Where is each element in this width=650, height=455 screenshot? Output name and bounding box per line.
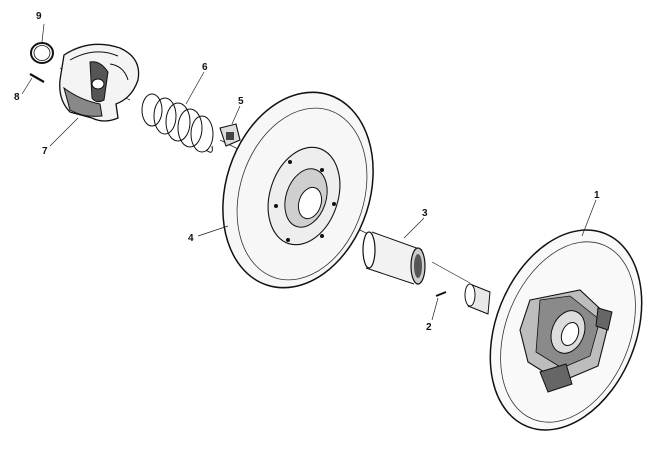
part-9-snap-ring [30,42,54,64]
callout-7: 7 [42,146,48,157]
part-1-fixed-sheave [464,229,643,431]
callout-2: 2 [426,322,432,333]
part-3-sleeve [362,231,426,285]
callout-4: 4 [188,233,194,244]
callout-6: 6 [202,62,208,73]
part-4-movable-sheave [222,91,374,289]
part-6-spring [141,93,214,153]
callout-1: 1 [594,190,600,201]
callout-3: 3 [422,208,428,219]
part-5-slider-button [219,123,241,147]
callout-9: 9 [36,11,42,22]
callout-labels: 9 8 7 6 5 4 3 2 1 [14,11,600,333]
callout-5: 5 [238,96,244,107]
part-2-key [435,291,447,297]
leader-lines [21,23,597,321]
part-8-pin [29,73,45,83]
callout-8: 8 [14,92,20,103]
part-7-cam [59,43,140,122]
